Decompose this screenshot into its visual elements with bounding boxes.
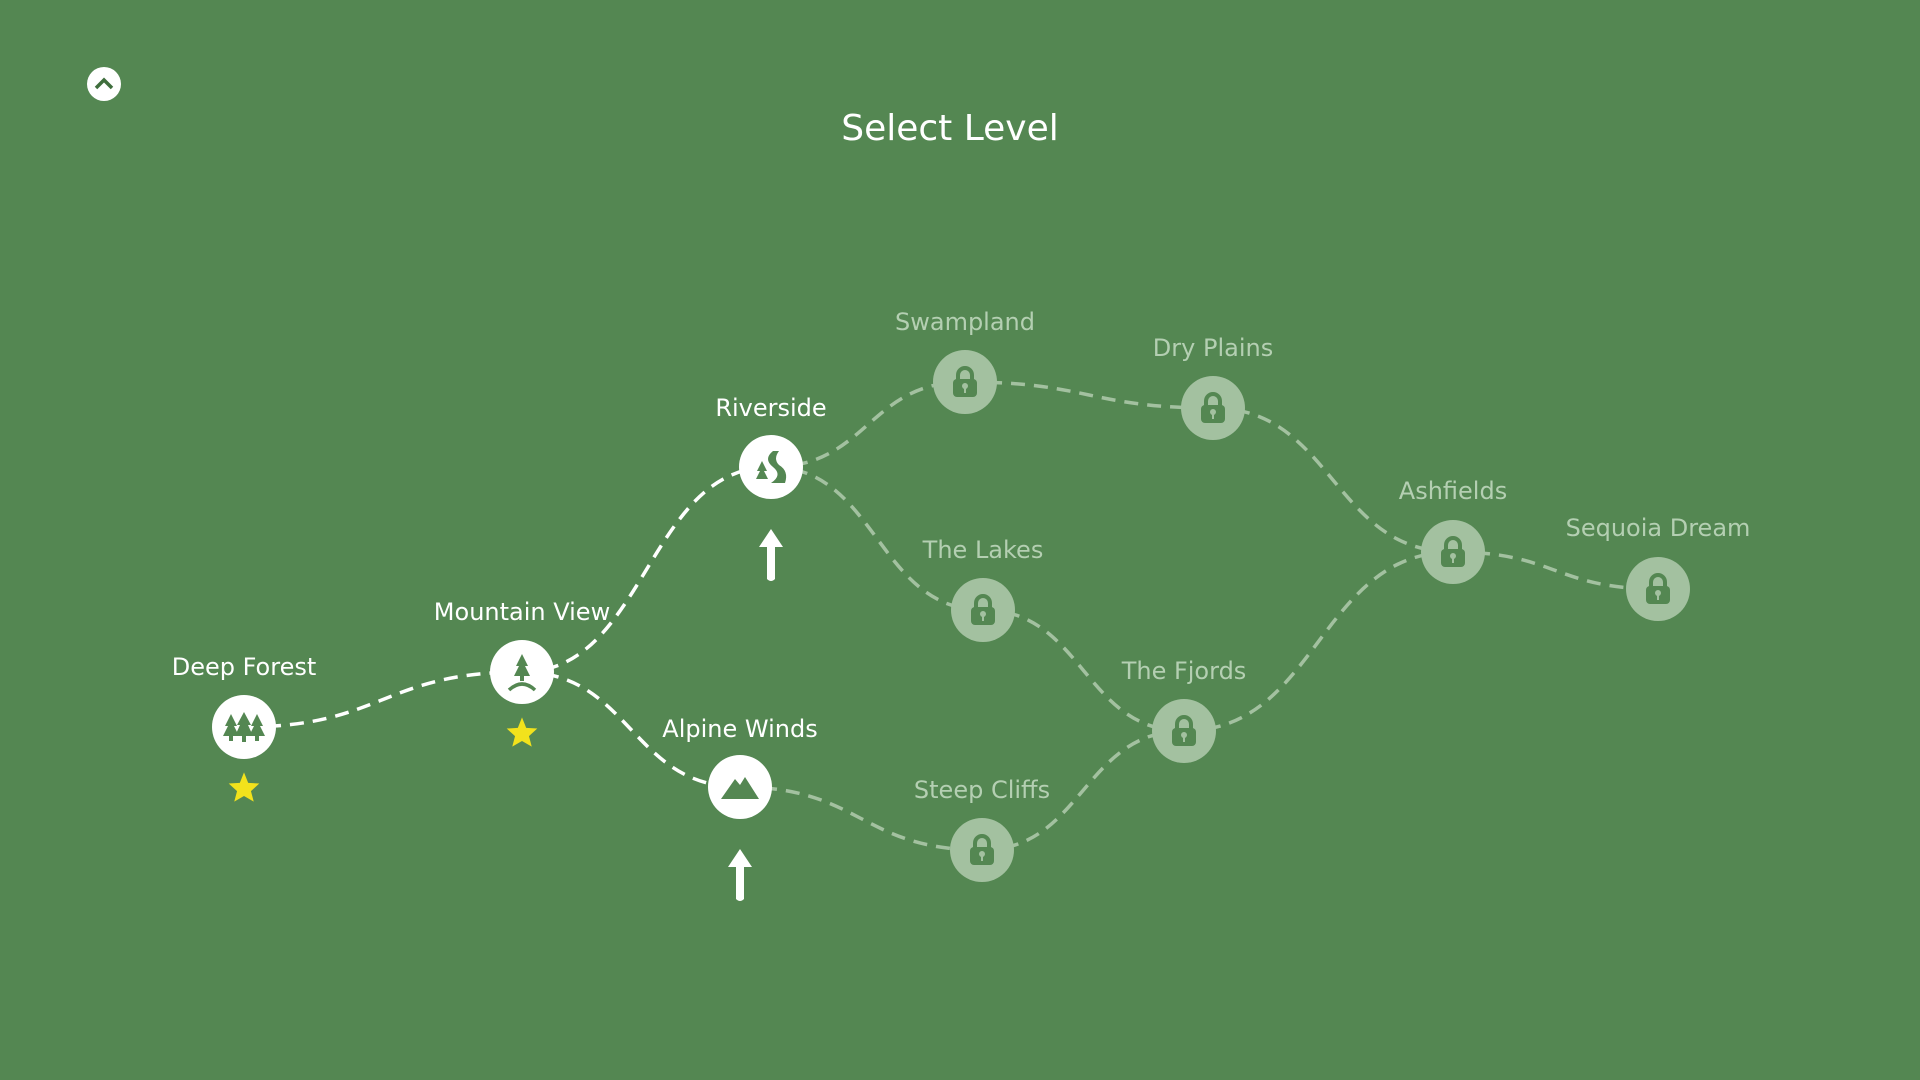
trees-icon — [223, 710, 265, 744]
level-label-sequoia-dream: Sequoia Dream — [1565, 514, 1751, 542]
level-node-the-fjords — [1152, 699, 1216, 763]
path-alpine-winds-to-steep-cliffs — [739, 785, 983, 852]
back-button[interactable] — [87, 67, 121, 101]
river-icon — [753, 447, 789, 487]
path-mountain-view-to-alpine-winds — [521, 670, 741, 789]
path-dry-plains-to-ashfields — [1212, 406, 1454, 554]
lock-icon — [1200, 392, 1226, 424]
mountain-icon — [719, 773, 761, 801]
level-node-the-lakes — [951, 578, 1015, 642]
lock-icon — [1645, 573, 1671, 605]
lock-icon — [952, 366, 978, 398]
level-node-mountain-view[interactable] — [490, 640, 554, 704]
path-ashfields-to-sequoia-dream — [1452, 550, 1659, 591]
level-node-sequoia-dream — [1626, 557, 1690, 621]
level-label-the-lakes: The Lakes — [922, 536, 1044, 564]
level-label-dry-plains: Dry Plains — [1152, 334, 1274, 362]
level-node-ashfields — [1421, 520, 1485, 584]
level-label-the-fjords: The Fjords — [1121, 657, 1247, 685]
level-label-mountain-view: Mountain View — [433, 598, 611, 626]
path-the-fjords-to-ashfields — [1183, 550, 1454, 733]
lock-icon — [1171, 715, 1197, 747]
arrow-up-icon — [725, 847, 755, 907]
lock-icon — [970, 594, 996, 626]
level-node-deep-forest[interactable] — [212, 695, 276, 759]
path-swampland-to-dry-plains — [964, 380, 1214, 410]
level-node-dry-plains — [1181, 376, 1245, 440]
path-deep-forest-to-mountain-view — [243, 670, 523, 729]
level-label-steep-cliffs: Steep Cliffs — [913, 776, 1051, 804]
level-label-ashfields: Ashfields — [1398, 477, 1508, 505]
level-label-deep-forest: Deep Forest — [171, 653, 317, 681]
level-node-riverside[interactable] — [739, 435, 803, 499]
page-title: Select Level — [841, 108, 1059, 149]
level-label-alpine-winds: Alpine Winds — [662, 715, 818, 743]
pine-hill-icon — [504, 652, 540, 692]
path-the-lakes-to-the-fjords — [982, 608, 1185, 733]
path-steep-cliffs-to-the-fjords — [981, 729, 1185, 852]
level-label-swampland: Swampland — [894, 308, 1036, 336]
level-label-riverside: Riverside — [715, 394, 827, 422]
star-icon — [505, 716, 539, 752]
lock-icon — [969, 834, 995, 866]
level-node-alpine-winds[interactable] — [708, 755, 772, 819]
path-riverside-to-swampland — [770, 380, 966, 469]
lock-icon — [1440, 536, 1466, 568]
level-node-steep-cliffs — [950, 818, 1014, 882]
star-icon — [227, 771, 261, 807]
path-mountain-view-to-riverside — [521, 465, 772, 674]
arrow-up-icon — [756, 527, 786, 587]
level-node-swampland — [933, 350, 997, 414]
chevron-up-icon — [94, 77, 114, 90]
